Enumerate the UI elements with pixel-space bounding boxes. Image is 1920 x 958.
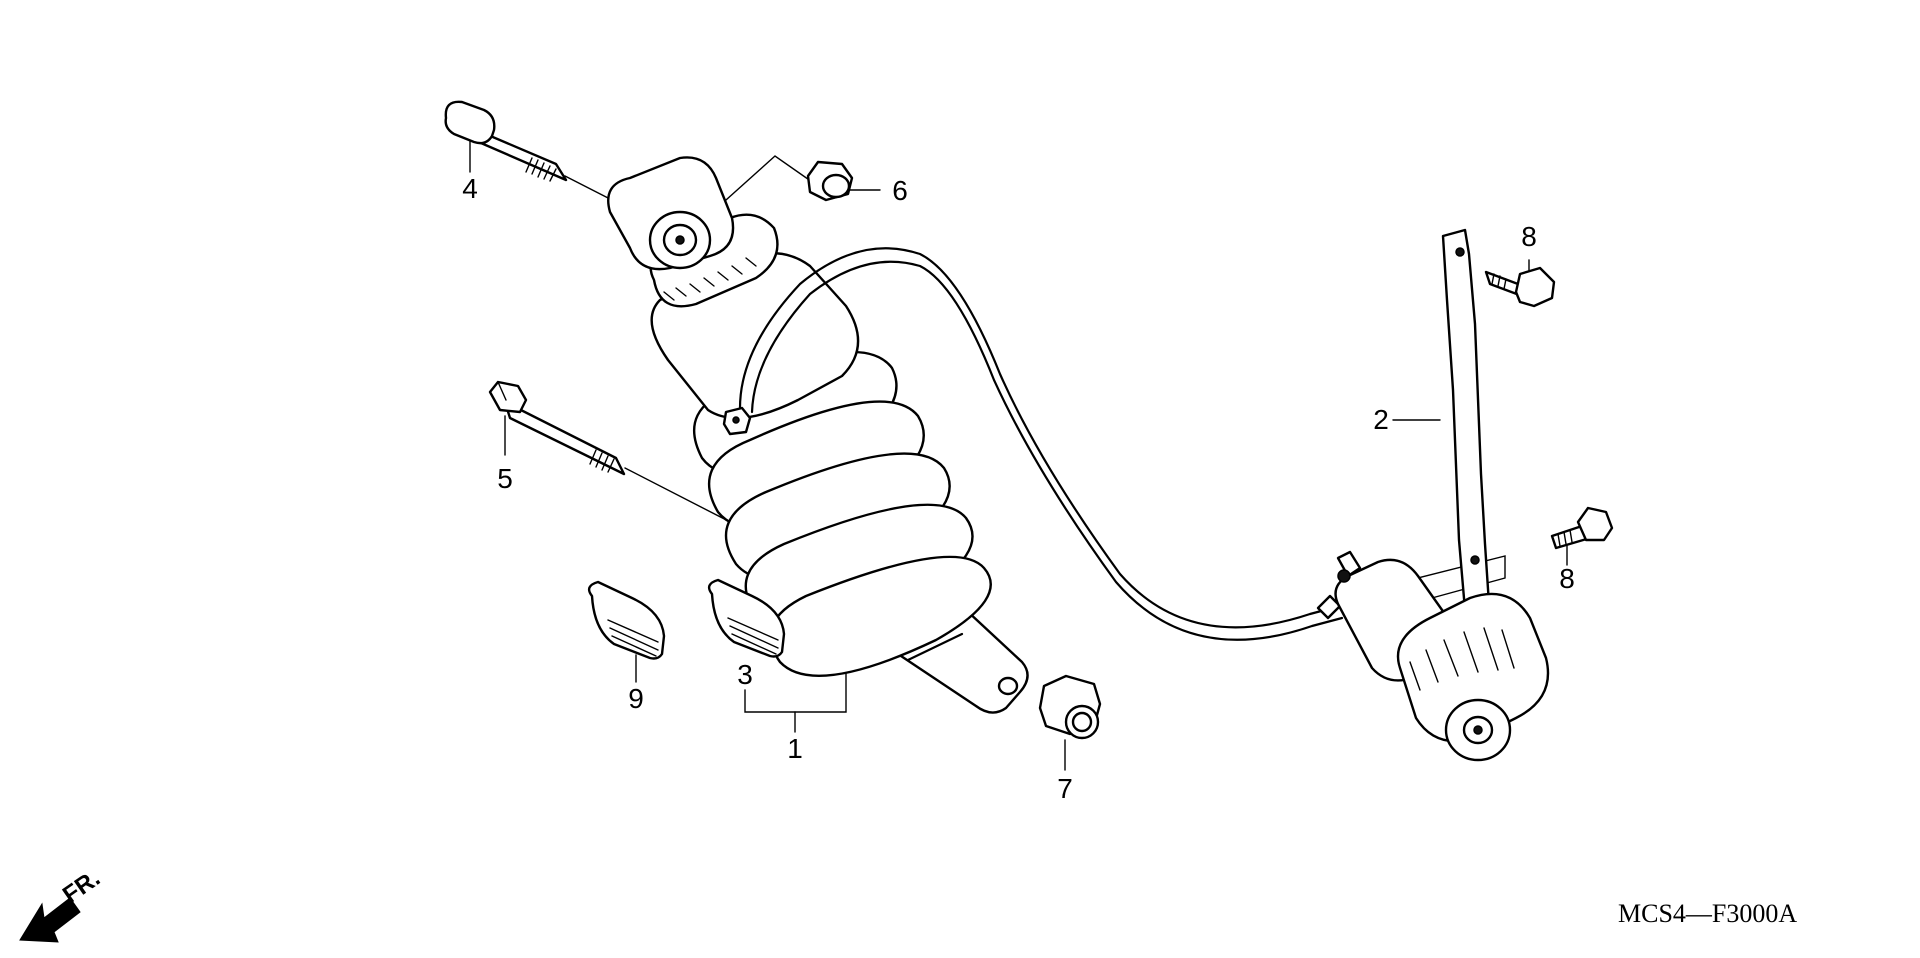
callout-2: 2 [1373, 404, 1389, 435]
callout-4: 4 [462, 173, 478, 204]
callout-1: 1 [787, 733, 803, 764]
callout-5: 5 [497, 463, 513, 494]
bolt-8-upper-icon [1484, 266, 1556, 308]
callout-3: 3 [737, 659, 753, 690]
bolt-5-icon [488, 380, 626, 476]
preload-adjuster-icon [1316, 550, 1550, 762]
preload-hose-icon [738, 247, 1344, 641]
bracket-2-icon [1441, 228, 1493, 642]
bolt-4-icon [444, 100, 568, 182]
drawing-code: MCS4—F3000A [1618, 899, 1797, 928]
nut-7-icon [1038, 674, 1102, 740]
label-9-icon [587, 580, 666, 660]
callout-7: 7 [1057, 773, 1073, 804]
callout-8-upper: 8 [1521, 221, 1537, 252]
label-3-icon [707, 578, 786, 658]
leader-lines [469, 139, 1568, 771]
callout-9: 9 [628, 683, 644, 714]
bolt-8-lower-icon [1550, 506, 1614, 550]
callout-8-lower: 8 [1559, 563, 1575, 594]
shock-absorber-icon [607, 156, 1029, 714]
nut-6-icon [806, 160, 854, 202]
front-direction-arrow-icon [19, 897, 81, 943]
callout-6: 6 [892, 175, 908, 206]
